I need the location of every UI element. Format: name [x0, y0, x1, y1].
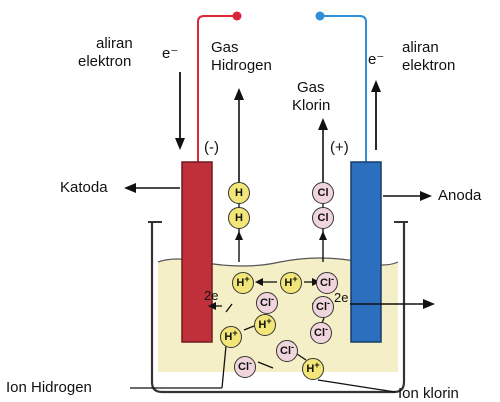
gas-klorin-line1: Gas: [297, 79, 325, 96]
ion-hidrogen-label: Ion Hidrogen: [6, 379, 92, 396]
electrolyte-solution: [158, 258, 398, 372]
chloride-ion: Cl-: [316, 272, 338, 294]
two-electron-label-left: 2e: [204, 288, 219, 303]
two-electron-label-right: 2e: [334, 290, 349, 305]
anode-sign: (+): [330, 139, 349, 156]
anode-wire: [322, 15, 367, 162]
chlorine-gas-arrow: [318, 118, 328, 130]
anode-terminal: [315, 11, 325, 21]
h2-molecule-atom-top: H: [228, 182, 250, 204]
hydrogen-ion: H+: [254, 314, 276, 336]
hydrogen-gas-arrow: [234, 88, 244, 100]
katoda-arrow: [124, 183, 136, 193]
hydrogen-ion: H+: [232, 272, 254, 294]
gas-hidrogen-line2: Hidrogen: [211, 57, 272, 74]
anode-electrode: [350, 161, 382, 343]
gas-klorin-line2: Klorin: [292, 97, 331, 114]
chloride-ion: Cl-: [312, 296, 334, 318]
hydrogen-ion: H+: [280, 272, 302, 294]
chloride-ion: Cl-: [276, 340, 298, 362]
cathode-terminal: [232, 11, 242, 21]
gas-hidrogen-line1: Gas: [211, 39, 239, 56]
katoda-label: Katoda: [60, 179, 108, 196]
anode-electron-arrow: [423, 299, 435, 309]
aliran-elektron-left-line1: aliran: [96, 35, 133, 52]
hydrogen-ion: H+: [302, 358, 324, 380]
ion-klorin-label: Ion klorin: [398, 385, 459, 402]
electron-symbol-left: e⁻: [162, 45, 179, 62]
electron-symbol-right: e⁻: [368, 51, 385, 68]
aliran-elektron-right-line1: aliran: [402, 39, 439, 56]
electron-flow-arrow-left: [175, 138, 185, 150]
anoda-arrow: [420, 191, 432, 201]
cl2-molecule-atom-bottom: Cl: [312, 207, 334, 229]
electron-flow-arrow-right: [371, 80, 381, 92]
cl2-molecule-atom-top: Cl: [312, 182, 334, 204]
h2-molecule-atom-bottom: H: [228, 207, 250, 229]
chloride-ion: Cl-: [256, 292, 278, 314]
chloride-ion: Cl-: [234, 356, 256, 378]
cathode-electrode: [181, 161, 213, 343]
anoda-label: Anoda: [438, 187, 482, 204]
cathode-wire: [197, 15, 236, 162]
aliran-elektron-left-line2: elektron: [78, 53, 132, 70]
hydrogen-ion: H+: [220, 326, 242, 348]
aliran-elektron-right-line2: elektron: [402, 57, 456, 74]
beaker: [150, 222, 406, 394]
cathode-sign: (-): [204, 139, 219, 156]
chloride-ion: Cl-: [310, 322, 332, 344]
